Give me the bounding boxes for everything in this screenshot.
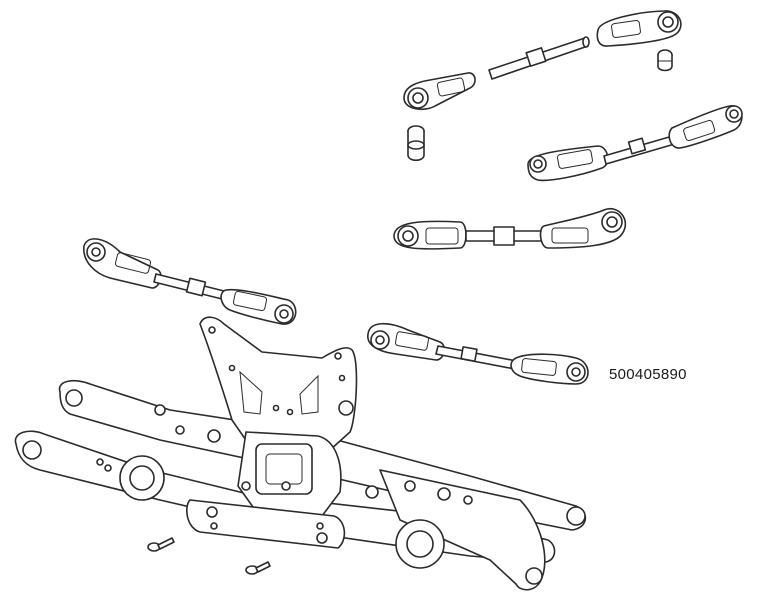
exploded-turnbuckle [403,10,682,162]
turnbuckle-left [83,238,297,325]
turnbuckle-right-lower [367,322,589,385]
suspension-assembly [14,316,587,591]
ball-stud-left [407,125,425,162]
screw-right [245,561,271,575]
part-number-label: 500405890 [609,366,687,383]
rod-end-right [596,10,682,47]
turnbuckle-upper-right [527,105,743,182]
threaded-rod [488,36,590,80]
turnbuckle-middle [393,207,627,250]
screw-left [147,537,175,552]
rod-end-left [403,72,476,111]
ball-stud-right [657,49,673,72]
